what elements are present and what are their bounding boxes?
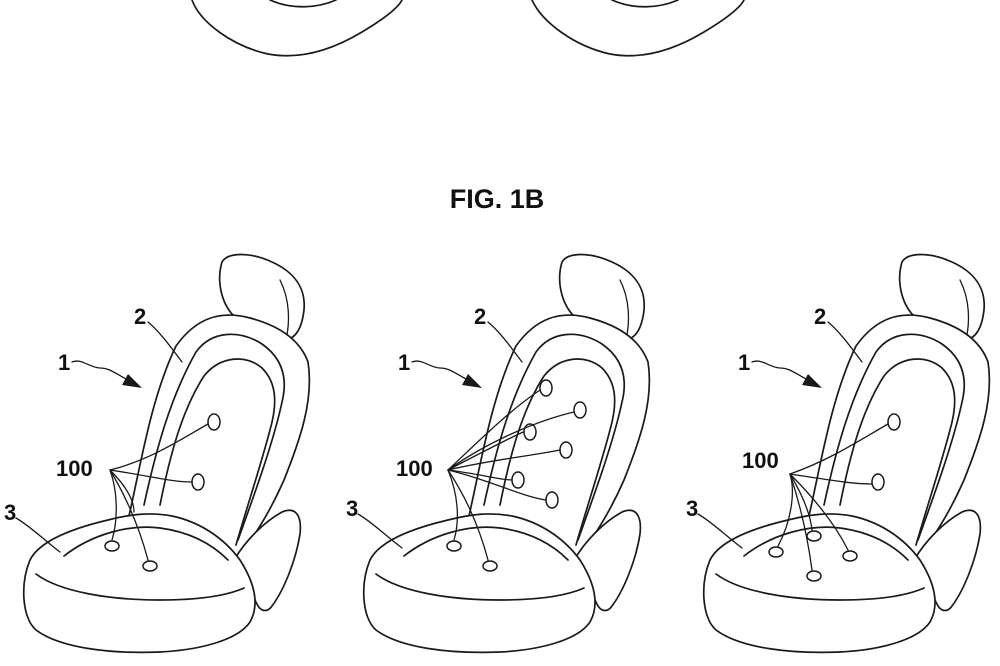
backrest-label: 2: [134, 304, 146, 329]
sensor: [446, 540, 462, 552]
sensor: [559, 441, 573, 459]
backrest-label: 2: [814, 304, 826, 329]
sensor: [806, 530, 822, 542]
sensor: [573, 401, 587, 419]
sensor: [142, 560, 158, 572]
sensor-label: 100: [742, 448, 779, 473]
sensor: [207, 413, 221, 431]
seat-variant-1: 1 2 3 100: [4, 253, 311, 654]
seat-variant-3: 1 2 3 100: [686, 253, 991, 654]
seat-label: 1: [398, 350, 410, 375]
sensor: [191, 473, 205, 491]
cushion-label: 3: [4, 500, 16, 525]
cushion-label: 3: [346, 496, 358, 521]
sensor: [842, 550, 858, 562]
seat-variant-2: 1 2 3 100: [346, 253, 651, 654]
backrest-label: 2: [474, 304, 486, 329]
sensor: [482, 560, 498, 572]
sensor: [768, 546, 784, 558]
sensor-label: 100: [396, 456, 433, 481]
sensor: [887, 413, 901, 431]
seat-label: 1: [58, 350, 70, 375]
sensor: [871, 473, 885, 491]
sensor: [539, 379, 553, 397]
sensor-label: 100: [56, 456, 93, 481]
sensor: [104, 540, 120, 552]
figure-title: FIG. 1B: [450, 184, 545, 214]
sensor: [545, 491, 559, 509]
cushion-label: 3: [686, 496, 698, 521]
sensor: [511, 471, 525, 489]
previous-figure-fragment: [191, 0, 745, 57]
seat-label: 1: [738, 350, 750, 375]
sensor: [806, 570, 822, 582]
